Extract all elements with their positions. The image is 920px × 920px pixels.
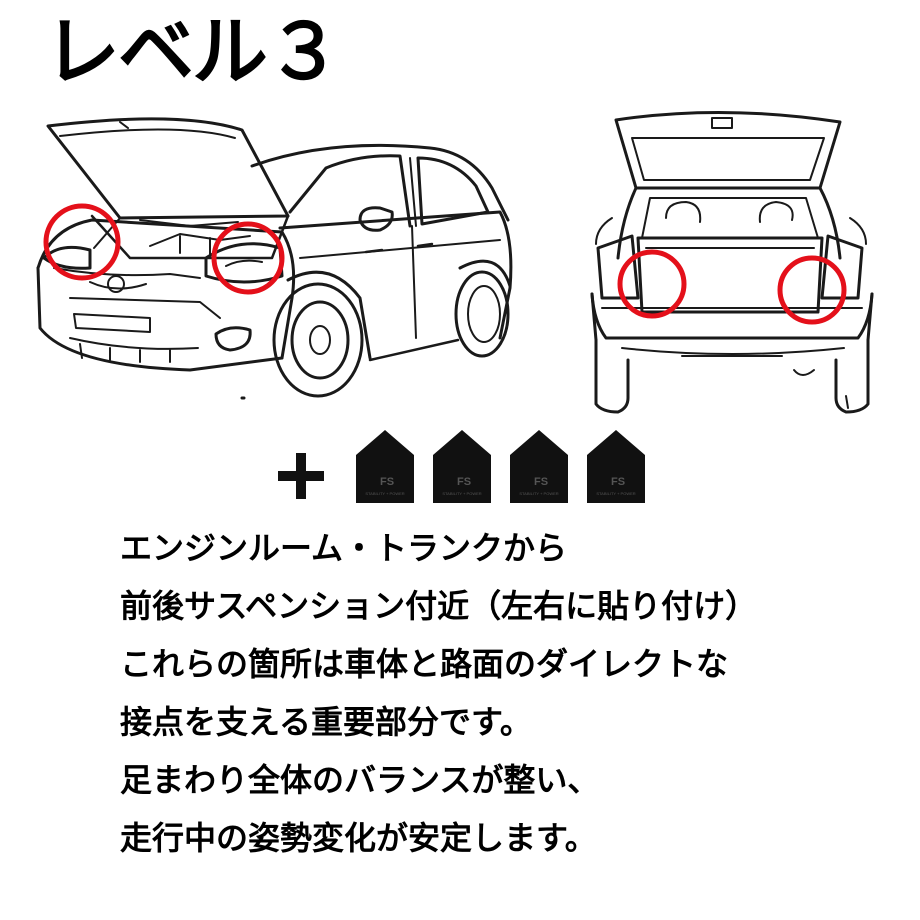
description-line-4: 接点を支える重要部分です。 <box>120 703 532 741</box>
sticker-2: FS STABILITY + POWER <box>433 430 491 503</box>
description-text: エンジンルーム・トランクから 前後サスペンション付近（左右に貼り付け） これらの… <box>120 524 900 872</box>
svg-text:STABILITY + POWER: STABILITY + POWER <box>365 491 404 496</box>
highlight-circle-suspension-rear-left <box>617 249 687 319</box>
description-line-5: 足まわり全体のバランスが整い、 <box>120 761 600 799</box>
description-line-6: 走行中の姿勢変化が安定します。 <box>120 819 597 857</box>
car-rear-view-icon <box>590 111 874 414</box>
plus-icon <box>278 453 324 499</box>
description-line-2: 前後サスペンション付近（左右に貼り付け） <box>120 587 758 625</box>
svg-text:FS: FS <box>380 476 394 488</box>
svg-text:STABILITY + POWER: STABILITY + POWER <box>442 491 481 496</box>
sticker-1: FS STABILITY + POWER <box>356 430 414 503</box>
svg-text:STABILITY + POWER: STABILITY + POWER <box>519 491 558 496</box>
page-title: レベル３ <box>44 7 342 96</box>
highlight-circle-engine-left <box>43 203 121 281</box>
highlight-circle-suspension-rear-right <box>777 255 847 325</box>
svg-text:STABILITY + POWER: STABILITY + POWER <box>596 491 635 496</box>
svg-text:FS: FS <box>457 476 471 488</box>
car-front-three-quarter-icon <box>36 117 513 400</box>
svg-text:FS: FS <box>611 476 625 488</box>
sticker-4: FS STABILITY + POWER <box>587 430 645 503</box>
description-line-3: これらの箇所は車体と路面のダイレクトな <box>120 645 729 683</box>
sticker-3: FS STABILITY + POWER <box>510 430 568 503</box>
description-line-1: エンジンルーム・トランクから <box>120 529 568 567</box>
highlight-circle-engine-right <box>211 221 285 295</box>
svg-text:FS: FS <box>534 476 548 488</box>
